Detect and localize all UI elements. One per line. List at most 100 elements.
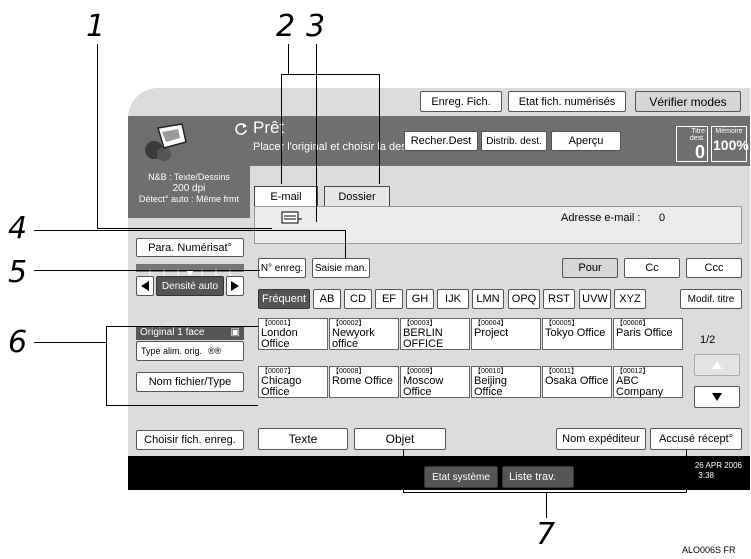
type-alim-orig-button[interactable]: Type alim. orig. ®® (136, 341, 244, 361)
status-message: Placer l'original et choisir la destinat… (253, 141, 446, 153)
triangle-right-icon (231, 281, 239, 291)
callout-2: 2 (276, 9, 296, 44)
destination-key[interactable]: 【00012】ABC Company (613, 366, 683, 398)
leader-line-1 (97, 44, 98, 229)
leader-line-6 (34, 342, 106, 343)
email-address-count: 0 (659, 212, 666, 224)
original-face-label: Original 1 face▣ (136, 326, 244, 340)
texte-button[interactable]: Texte (258, 428, 348, 450)
scroll-down-button[interactable] (694, 386, 740, 408)
tab-email[interactable]: E-mail (254, 186, 318, 206)
destination-key[interactable]: 【00002】Newyork office (329, 318, 399, 350)
time-text: 3:38 (698, 471, 714, 480)
modif-titre-button[interactable]: Modif. titre (680, 289, 742, 309)
index-tab-opq[interactable]: OPQ (508, 289, 540, 309)
index-tab-ef[interactable]: EF (375, 289, 403, 309)
duplex-icon: ▣ (230, 327, 240, 338)
destination-key[interactable]: 【00010】Beijing Office (471, 366, 541, 398)
destination-key[interactable]: 【00006】Paris Office (613, 318, 683, 350)
destination-key[interactable]: 【00001】London Office (258, 318, 328, 350)
enreg-fich-button[interactable]: Enreg. Fich. (420, 91, 502, 112)
etat-systeme-button[interactable]: Etat système (424, 466, 498, 488)
index-tab-gh[interactable]: GH (406, 289, 434, 309)
scanner-screen: Enreg. Fich. Etat fich. numérisés Vérifi… (128, 88, 750, 490)
callout-1: 1 (86, 9, 106, 44)
orientation-icon: ®® (208, 346, 222, 356)
density-increase-button[interactable] (226, 276, 244, 296)
mode-line3: Détect° auto : Même frmt (138, 194, 240, 204)
index-tab-lmn[interactable]: LMN (472, 289, 504, 309)
leader-line-3 (316, 44, 317, 222)
index-tab-uvw[interactable]: UVW (579, 289, 611, 309)
triangle-up-icon (712, 361, 722, 369)
leader-line-1b (97, 228, 272, 229)
index-tab-ijk[interactable]: IJK (437, 289, 469, 309)
destination-key[interactable]: 【00011】Osaka Office (542, 366, 612, 398)
titre-dest-value: 0 (694, 142, 705, 162)
cc-button[interactable]: Cc (624, 258, 680, 278)
date-time: 26 APR 2006 3:38 (658, 461, 742, 481)
recher-dest-button[interactable]: Recher.Dest (404, 131, 478, 151)
choisir-fich-enreg-button[interactable]: Choisir fich. enreg. (136, 430, 244, 450)
scanner-icon (140, 120, 190, 162)
triangle-left-icon (141, 281, 149, 291)
email-icon (281, 211, 302, 224)
densite-auto-button[interactable]: Densité auto (156, 276, 224, 296)
leader-line-7b (686, 450, 687, 492)
index-tab-rst[interactable]: RST (543, 289, 575, 309)
objet-button[interactable]: Objet (354, 428, 446, 450)
etat-fich-button[interactable]: Etat fich. numérisés (508, 91, 626, 112)
liste-trav-button[interactable]: Liste trav. (502, 466, 574, 488)
destination-field[interactable]: Adresse e-mail : 0 (254, 206, 742, 244)
saisie-man-button[interactable]: Saisie man. (312, 258, 370, 278)
index-tab-frequent[interactable]: Fréquent (258, 289, 310, 309)
nom-fichier-type-button[interactable]: Nom fichier/Type (136, 372, 244, 392)
para-numerisat-button[interactable]: Para. Numérisat° (136, 238, 244, 257)
leader-line-6c (106, 405, 258, 406)
pour-button[interactable]: Pour (562, 258, 618, 278)
callout-5: 5 (8, 255, 28, 290)
leader-line-2 (281, 74, 379, 75)
callout-6: 6 (8, 325, 28, 360)
leader-line-7a (403, 450, 404, 492)
destination-key[interactable]: 【00009】Moscow Office (400, 366, 470, 398)
tab-strip: E-mail Dossier (254, 184, 744, 206)
leader-line-2b (379, 74, 380, 184)
nom-expediteur-button[interactable]: Nom expéditeur (556, 428, 646, 450)
verifier-modes-button[interactable]: Vérifier modes (635, 91, 741, 112)
email-address-label: Adresse e-mail : (561, 212, 641, 224)
figure-code: ALO006S FR (682, 545, 736, 555)
ccc-button[interactable]: Ccc (686, 258, 742, 278)
distrib-dest-button[interactable]: Distrib. dest. (481, 131, 547, 151)
density-decrease-button[interactable] (136, 276, 154, 296)
leader-line-7c (403, 492, 687, 493)
status-ready: Prêt (253, 118, 285, 137)
leader-line-4 (34, 230, 346, 231)
index-tab-xyz[interactable]: XYZ (614, 289, 646, 309)
memoire-value: 100% (713, 137, 749, 153)
destination-key[interactable]: 【00008】Rome Office (329, 366, 399, 398)
leader-line-6b (106, 326, 258, 327)
apercu-button[interactable]: Aperçu (551, 131, 621, 151)
memoire-counter: Mémoire 100% (711, 126, 749, 162)
callout-3: 3 (306, 9, 326, 44)
scroll-up-button[interactable] (694, 354, 740, 376)
accuse-reception-button[interactable]: Accusé récept° (650, 428, 742, 450)
memoire-label: Mémoire (715, 128, 743, 135)
callout-4: 4 (8, 211, 28, 246)
triangle-down-icon (712, 393, 722, 401)
destination-key[interactable]: 【00005】Tokyo Office (542, 318, 612, 350)
destination-key[interactable]: 【00003】BERLIN OFFICE (400, 318, 470, 350)
refresh-icon (234, 122, 248, 136)
leader-line-5 (34, 270, 260, 271)
destination-key[interactable]: 【00007】Chicago Office (258, 366, 328, 398)
n-enreg-button[interactable]: N° enreg. (258, 258, 306, 278)
index-tab-cd[interactable]: CD (344, 289, 372, 309)
index-tab-ab[interactable]: AB (313, 289, 341, 309)
type-alim-text: Type alim. orig. (141, 346, 203, 356)
leader-line-2c (288, 44, 289, 74)
leader-line-2a (281, 74, 282, 184)
mode-line2: 200 dpi (172, 183, 206, 194)
destination-key[interactable]: 【00004】Project (471, 318, 541, 350)
tab-dossier[interactable]: Dossier (324, 186, 390, 206)
